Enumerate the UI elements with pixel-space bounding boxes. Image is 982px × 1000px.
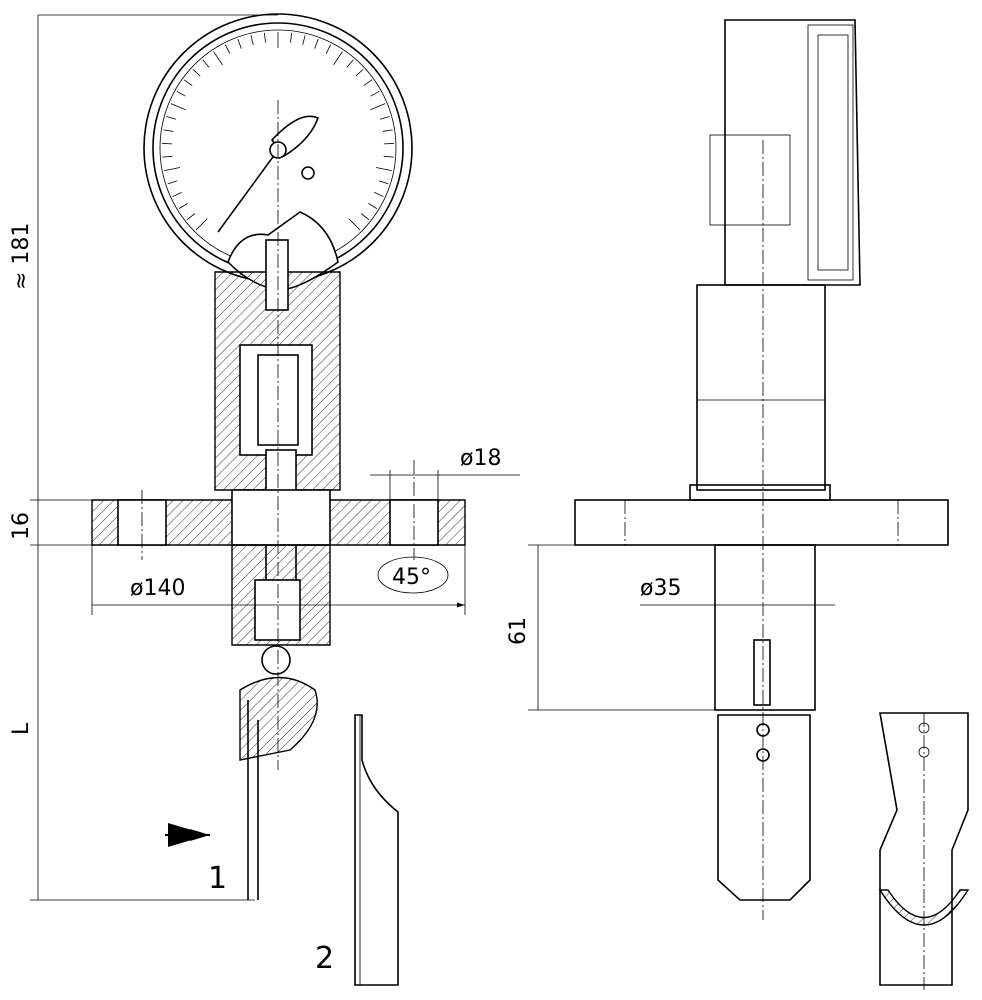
gauge-tick: [170, 103, 186, 111]
side-view: [574, 19, 949, 920]
gauge-tick: [213, 51, 223, 66]
gauge-tick: [368, 203, 378, 209]
gauge-scale-ticks: [162, 32, 394, 231]
gauge-tick: [250, 35, 254, 46]
gauge-tick: [263, 32, 266, 43]
callout-paddle-2: 2: [315, 941, 334, 976]
dim-bolt-hole-label: ø18: [460, 446, 501, 471]
gauge-tick: [202, 59, 210, 68]
dim-height-label: ≈ 181: [9, 223, 34, 290]
gauge-tick: [224, 44, 231, 54]
gauge-tick: [163, 129, 174, 132]
gauge-tick: [176, 90, 186, 97]
paddle-2-detail: [354, 714, 399, 986]
gauge-tick: [363, 79, 373, 87]
gauge-tick: [166, 116, 177, 120]
gauge-tick: [172, 192, 182, 197]
gauge-tick: [370, 90, 380, 97]
gauge-tick: [376, 167, 392, 172]
gauge-tick: [186, 213, 196, 221]
gauge-tick: [164, 167, 180, 172]
gauge-tick: [346, 59, 354, 68]
gauge-tick: [360, 213, 370, 221]
gauge-tick: [374, 192, 384, 197]
dim-bolt-angle-label: 45°: [392, 565, 431, 590]
gauge-tick: [192, 68, 201, 77]
gauge-tick: [382, 129, 393, 132]
callout-paddle-1: 1: [208, 861, 227, 896]
dim-tube-diameter-label: ø35: [640, 576, 681, 601]
front-section-view: [91, 13, 466, 900]
dimension-lines-left: [30, 14, 520, 901]
gauge-needle: [217, 149, 279, 233]
paddle-1-detail: [878, 712, 970, 990]
dim-flange-thickness-label: 16: [9, 512, 34, 540]
gauge-tick: [183, 79, 193, 87]
gauge-tick: [314, 39, 319, 49]
gauge-tick: [348, 218, 361, 231]
gauge-tick: [302, 35, 306, 46]
dim-length-label: L: [9, 722, 34, 735]
gauge-tick: [379, 116, 390, 120]
gauge-tick: [333, 51, 343, 66]
gauge-tick: [167, 180, 178, 185]
gauge-tick: [325, 44, 332, 54]
dimension-lines-right: [528, 544, 835, 711]
flange-left: [91, 489, 466, 546]
gauge-tick: [370, 103, 386, 111]
gauge-tick: [378, 180, 389, 185]
gauge-tick: [355, 68, 364, 77]
dim-flange-diameter-label: ø140: [130, 576, 185, 601]
dim-tube-length-label: 61: [506, 617, 531, 645]
gauge-tick: [237, 39, 242, 49]
gauge-tick: [383, 155, 394, 158]
gauge-tick: [195, 218, 208, 231]
gauge-tick: [162, 155, 173, 158]
gauge-tick: [178, 203, 188, 209]
gauge-tick: [290, 32, 293, 43]
